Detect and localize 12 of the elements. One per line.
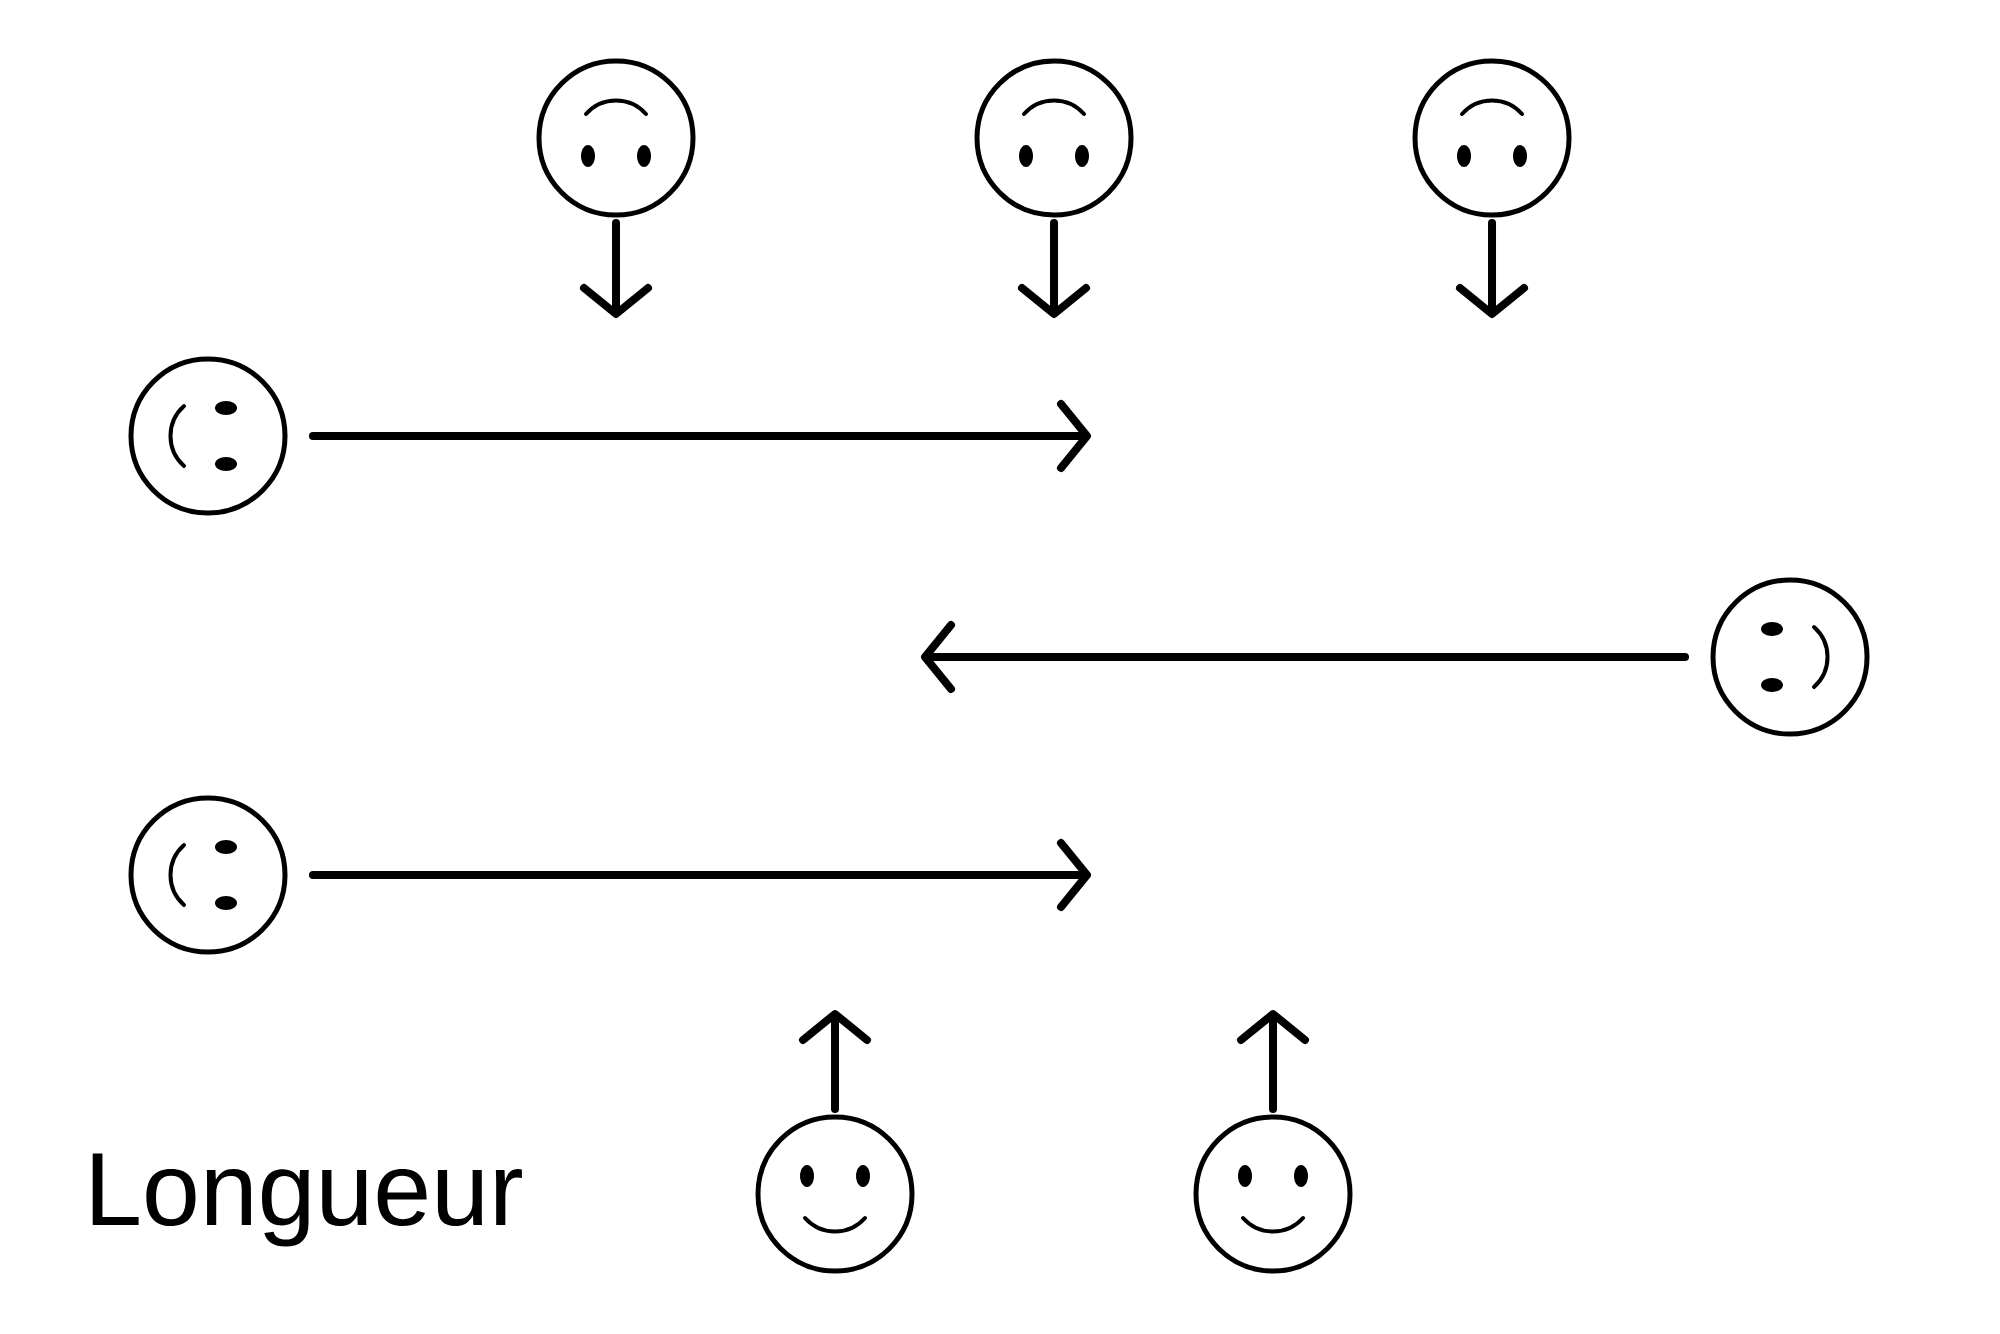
arrow — [921, 621, 1689, 693]
smiley-face-drawing — [1710, 577, 1870, 737]
smiley-face-drawing — [128, 795, 288, 955]
smiley-face-drawing — [128, 356, 288, 516]
smiley-face-drawing — [1412, 58, 1572, 218]
arrow — [309, 400, 1091, 472]
arrow — [309, 839, 1091, 911]
axis-label: Longueur — [92, 1153, 522, 1247]
smiley-face-drawing — [536, 58, 696, 218]
smiley-face-drawing — [974, 58, 1134, 218]
smiley-face-drawing — [1193, 1114, 1353, 1274]
smiley-face-drawing — [755, 1114, 915, 1274]
